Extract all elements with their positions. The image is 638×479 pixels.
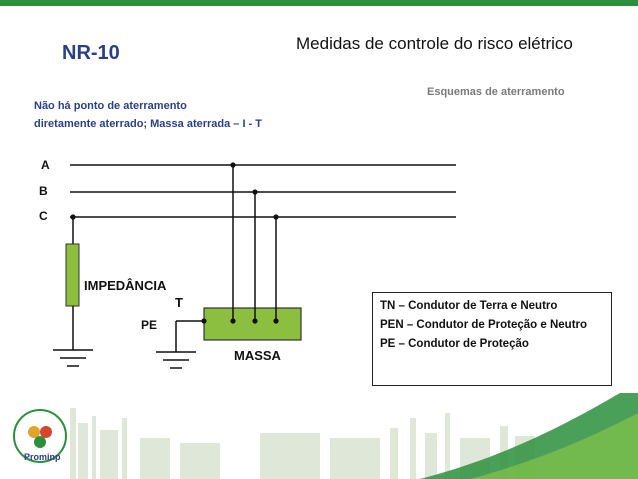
phase-label-b: B <box>39 184 48 198</box>
phase-label-c: C <box>39 209 48 223</box>
slide-title: Medidas de controle do risco elétrico <box>296 34 573 53</box>
legend-box: TN – Condutor de Terra e Neutro PEN – Co… <box>372 292 612 386</box>
junction-dot <box>230 162 236 168</box>
legend-item-tn: TN – Condutor de Terra e Neutro <box>380 300 558 312</box>
legend-item-pen: PEN – Condutor de Proteção e Neutro <box>380 319 588 331</box>
massa-label: MASSA <box>234 348 281 363</box>
description-line-1: Não há ponto de aterramento <box>34 100 187 112</box>
junction-dot <box>273 214 279 220</box>
prominp-logo-text: Prominp <box>24 452 61 462</box>
ground-symbol-impedance <box>53 349 93 367</box>
junction-dot <box>252 318 258 324</box>
junction-dot <box>70 214 76 220</box>
impedance-resistor <box>65 243 80 307</box>
skyline-silhouette <box>70 408 535 479</box>
legend-item-pe: PE – Condutor de Proteção <box>380 338 529 350</box>
junction-dot <box>230 318 236 324</box>
description-line-2: diretamente aterrado; Massa aterrada – I… <box>34 118 263 130</box>
junction-dot <box>273 318 279 324</box>
footer-industrial-banner <box>13 393 638 479</box>
massa-box <box>203 307 302 341</box>
impedance-label-suffix: T <box>175 295 183 310</box>
slide-subtitle: Esquemas de aterramento <box>427 86 565 98</box>
pe-label: PE <box>141 318 158 332</box>
junction-dot <box>252 189 258 195</box>
phase-label-a: A <box>41 158 50 172</box>
impedance-label: IMPEDÂNCIA <box>84 278 167 293</box>
prominp-logo <box>13 409 67 463</box>
top-accent-bar <box>0 0 638 6</box>
grounding-diagram <box>53 162 456 369</box>
slide-code: NR-10 <box>62 42 120 64</box>
ground-symbol-pe <box>156 351 196 369</box>
